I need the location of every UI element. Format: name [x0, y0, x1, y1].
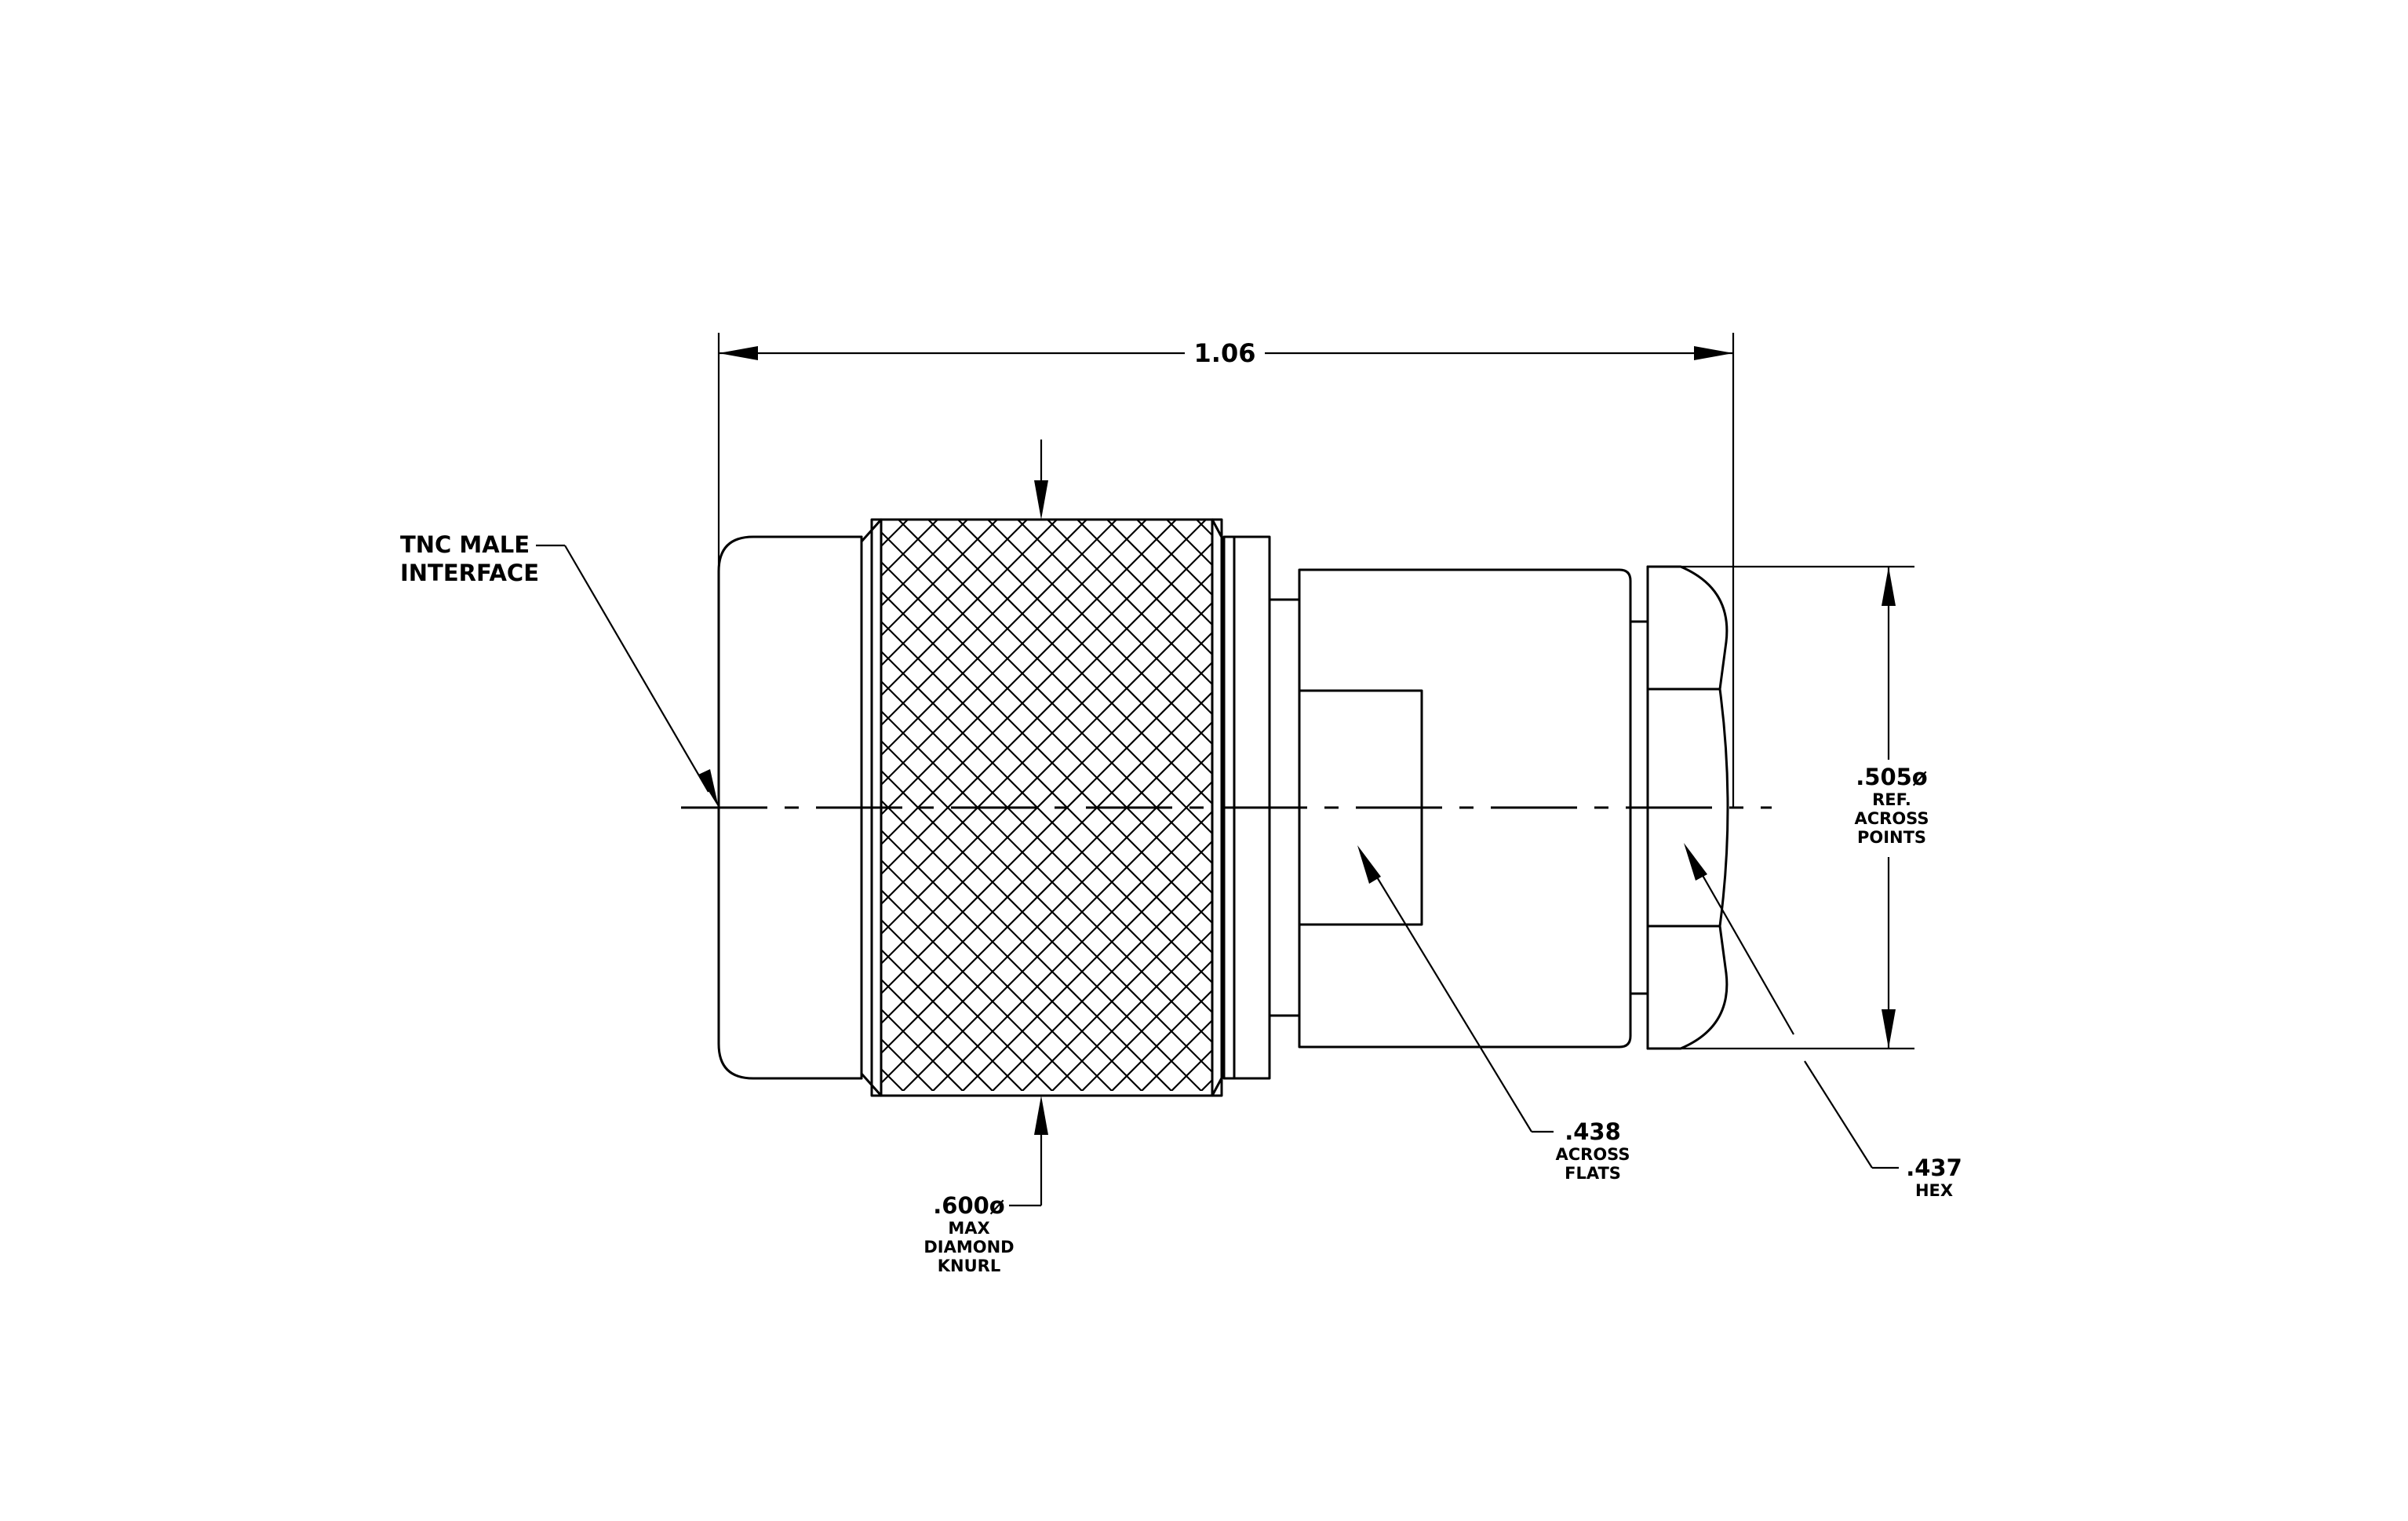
knurl-line [1733, 520, 2309, 1096]
knurl-diameter-label: .600ø [933, 1192, 1004, 1219]
knurl-line [1674, 520, 2250, 1096]
knurl-line [881, 948, 1024, 1091]
knurl-line [1017, 520, 1212, 716]
hex-arrowhead [1684, 843, 1707, 881]
flats-label-line2: ACROSS [1556, 1145, 1630, 1164]
knurl-line [183, 520, 759, 1096]
overall-length-label: 1.06 [1194, 338, 1256, 368]
arrowhead-right [1694, 346, 1733, 360]
knurl-line [881, 520, 1028, 667]
knurl-line [1763, 520, 2339, 1096]
knurl-line [1080, 959, 1212, 1091]
knurl-line [123, 520, 699, 1096]
knurl-line [93, 520, 669, 1096]
knurl-line [881, 542, 1212, 876]
knurl-line [183, 520, 759, 1096]
knurl-line [153, 520, 729, 1096]
knurl-line [64, 520, 639, 1096]
overall-length-dimension: 1.06 [717, 333, 1735, 808]
knurl-line [881, 520, 1147, 786]
knurl-line [1021, 899, 1212, 1091]
flats-label: .438 [1565, 1118, 1621, 1145]
knurl-line [881, 520, 1207, 846]
knurl-bottom-arrowhead [1034, 1096, 1048, 1135]
knurl-label-line4: KNURL [938, 1257, 1000, 1275]
knurl-line [991, 870, 1212, 1091]
knurl-label-line2: MAX [948, 1219, 989, 1238]
knurl-line [64, 520, 639, 1096]
knurl-line [987, 520, 1212, 746]
knurl-line [1733, 520, 2309, 1096]
flats-leader: .438 ACROSS FLATS [1357, 845, 1630, 1183]
knurl-line [1703, 520, 2279, 1096]
knurl-line [1110, 989, 1212, 1091]
knurl-line [1525, 520, 2100, 1096]
knurl-line [1674, 520, 2250, 1096]
knurl-line [881, 520, 1087, 727]
knurl-line [1047, 520, 1212, 686]
points-arrowhead-bottom [1882, 1009, 1896, 1049]
knurl-line [1763, 520, 2339, 1096]
diamond-knurl-pattern [0, 520, 2339, 1096]
across-points-dimension: .505ø REF. ACROSS POINTS [1663, 565, 1929, 1050]
knurl-label-line3: DIAMOND [923, 1238, 1014, 1257]
interface-arrowhead [698, 769, 719, 808]
interface-leader: TNC MALE INTERFACE [400, 531, 719, 808]
knurl-line [881, 859, 1113, 1091]
flats-label-line3: FLATS [1565, 1164, 1621, 1183]
knurl-line [0, 520, 550, 1096]
knurl-line [881, 520, 1058, 697]
knurl-line [1051, 929, 1212, 1091]
knurl-line [1106, 520, 1212, 626]
interface-label-line1: TNC MALE [400, 531, 530, 558]
knurl-line [34, 520, 610, 1096]
knurl-line [961, 840, 1212, 1091]
knurl-line [957, 520, 1212, 775]
knurl-line [153, 520, 729, 1096]
knurl-line [1495, 520, 2071, 1096]
knurl-top-arrowhead [1034, 480, 1048, 520]
points-label-line2: REF. [1872, 790, 1911, 809]
knurl-line [931, 810, 1212, 1091]
knurl-line [902, 780, 1212, 1091]
knurl-line [881, 520, 998, 637]
interface-label-line2: INTERFACE [400, 560, 539, 586]
knurl-line [4, 520, 580, 1096]
knurl-line [0, 520, 550, 1096]
knurled-coupling-nut [0, 518, 2339, 1097]
knurl-line [1703, 520, 2279, 1096]
knurl-line [881, 888, 1084, 1091]
knurl-line [1495, 520, 2071, 1096]
knurl-line [4, 520, 580, 1096]
knurl-line [881, 520, 1117, 757]
knurl-line [927, 520, 1212, 805]
knurl-line [881, 829, 1143, 1091]
points-label-line3: ACROSS [1855, 809, 1929, 828]
hex-label: .437 [1906, 1154, 1962, 1181]
points-label-line4: POINTS [1857, 828, 1926, 847]
knurl-line [34, 520, 610, 1096]
knurl-line [881, 978, 994, 1091]
hex-label-line2: HEX [1915, 1181, 1953, 1200]
knurl-line [123, 520, 699, 1096]
hex-leader: .437 HEX [1684, 843, 1962, 1200]
arrowhead-left [719, 346, 758, 360]
flats-arrowhead [1357, 845, 1381, 884]
knurl-line [1076, 520, 1212, 656]
knurl-line [93, 520, 669, 1096]
knurl-diameter-dimension: .600ø MAX DIAMOND KNURL [923, 440, 1048, 1275]
points-arrowhead-top [1882, 567, 1896, 606]
points-label: .505ø [1856, 764, 1927, 790]
knurl-line [881, 918, 1054, 1091]
knurl-line [1525, 520, 2100, 1096]
